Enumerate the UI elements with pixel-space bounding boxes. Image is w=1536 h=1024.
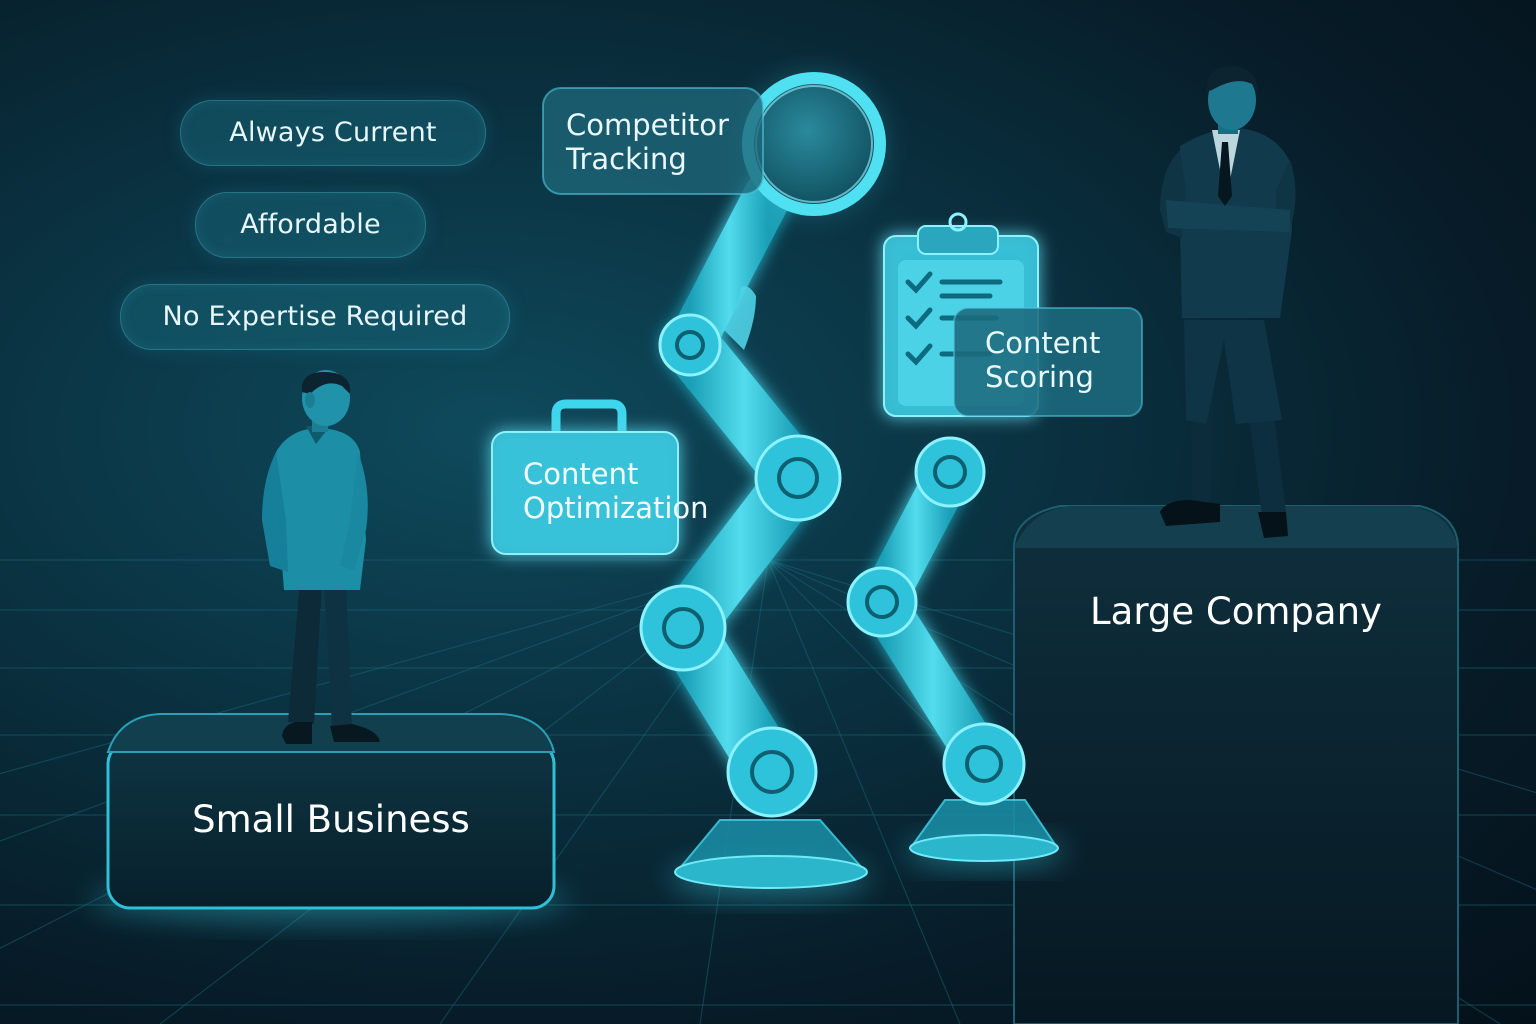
content-scoring-label: Content Scoring — [985, 326, 1101, 394]
benefit-pill-always-current: Always Current — [180, 100, 486, 166]
benefit-pill-no-expertise: No Expertise Required — [120, 284, 510, 350]
large-company-plinth — [1013, 505, 1459, 1024]
robot-arm-competitor — [639, 171, 870, 898]
magnifier-icon — [742, 72, 886, 216]
competitor-tracking-label: Competitor Tracking — [566, 108, 729, 176]
content-optimization-label: Content Optimization — [523, 457, 709, 525]
small-business-label: Small Business — [192, 798, 470, 841]
briefcase-icon — [491, 399, 679, 555]
small-business-plinth — [90, 713, 570, 922]
large-company-label: Large Company — [1090, 590, 1382, 633]
benefit-pill-affordable: Affordable — [195, 192, 426, 258]
competitor-tracking-card — [542, 87, 764, 195]
content-scoring-card — [953, 307, 1143, 417]
small-business-person — [262, 370, 380, 744]
robot-arm-scoring — [846, 390, 1065, 868]
large-company-person — [1160, 66, 1296, 538]
